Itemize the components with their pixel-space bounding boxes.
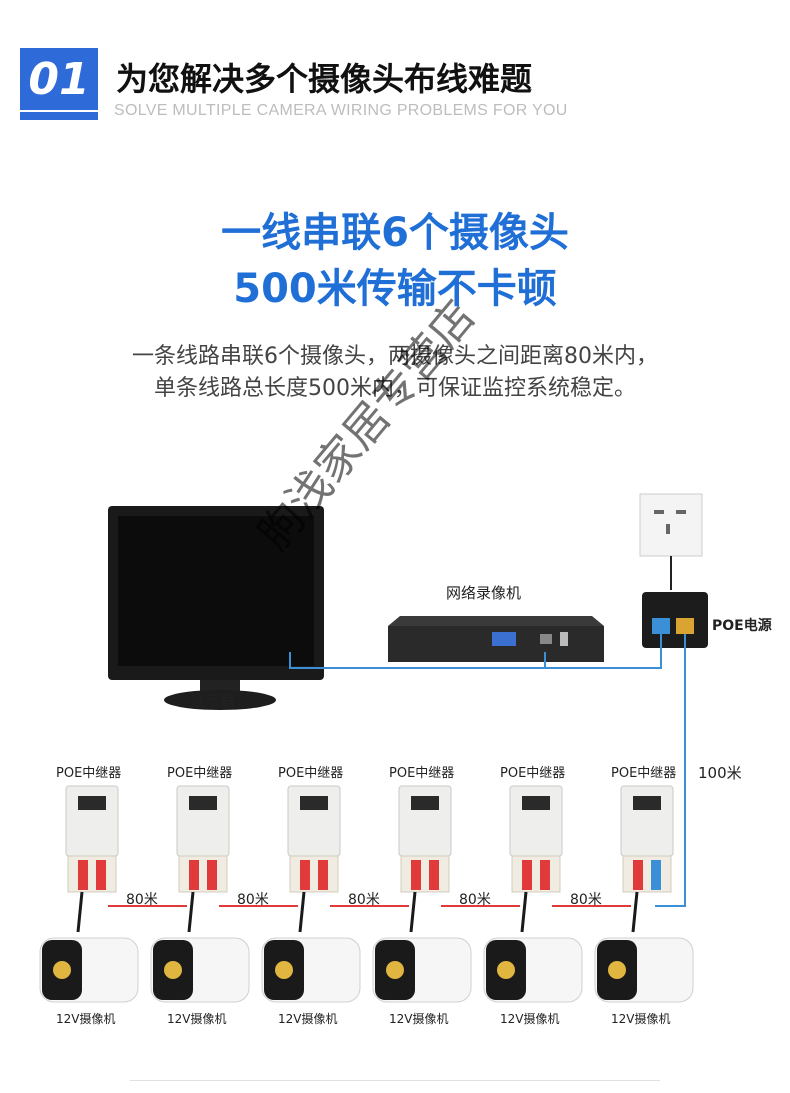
repeater-base: [289, 855, 339, 893]
wall-outlet-icon: [639, 493, 703, 590]
segment-distance-label: 80米: [237, 892, 269, 908]
monitor-label: 显示器: [190, 692, 235, 710]
camera-label: 12V摄像机: [56, 1011, 115, 1026]
repeater-label: POE中继器: [167, 766, 232, 781]
power-cable: [409, 891, 417, 933]
section-subtitle: SOLVE MULTIPLE CAMERA WIRING PROBLEMS FO…: [114, 102, 568, 119]
rj45-connector: [207, 860, 217, 890]
camera-label: 12V摄像机: [278, 1011, 337, 1026]
camera-label: 12V摄像机: [167, 1011, 226, 1026]
segment-distance-label: 80米: [126, 892, 158, 908]
wiring-diagram: 显示器 网络录像机 POE电源 100米 POE中继器12V摄像机80米POE中…: [39, 493, 772, 1026]
power-cable: [631, 891, 639, 933]
repeater-label: POE中继器: [278, 766, 343, 781]
description-line2: 单条线路总长度500米内，可保证监控系统稳定。: [154, 376, 636, 401]
segment-distance-label: 80米: [459, 892, 491, 908]
power-cable: [520, 891, 528, 933]
repeater-label: POE中继器: [500, 766, 565, 781]
main-trunk-cable: [655, 634, 686, 907]
section-number-badge: 01: [20, 48, 98, 120]
description-line1: 一条线路串联6个摄像头，两摄像头之间距离80米内，: [132, 344, 658, 369]
camera-lens: [275, 961, 293, 979]
badge-underline: [20, 112, 98, 120]
red-connector: [189, 860, 199, 890]
camera-lens: [497, 961, 515, 979]
red-connector: [300, 860, 310, 890]
headline-line2: 500米传输不卡顿: [233, 266, 557, 312]
distance-main-label: 100米: [698, 764, 742, 782]
power-cable: [187, 891, 195, 933]
camera-label: 12V摄像机: [500, 1011, 559, 1026]
nvr-poe-cable: [544, 634, 662, 669]
rj45-connector: [540, 860, 550, 890]
section-number: 01: [28, 54, 90, 105]
repeater-sticker: [411, 796, 439, 810]
rj45-connector: [96, 860, 106, 890]
repeater-label: POE中继器: [56, 766, 121, 781]
repeater-sticker: [300, 796, 328, 810]
segment-distance-label: 80米: [348, 892, 380, 908]
nvr-label: 网络录像机: [446, 584, 521, 602]
repeater-sticker: [78, 796, 106, 810]
repeater-base: [178, 855, 228, 893]
camera-label: 12V摄像机: [389, 1011, 448, 1026]
nvr-device-icon: [388, 616, 604, 662]
red-connector: [411, 860, 421, 890]
headline-line1: 一线串联6个摄像头: [221, 210, 569, 256]
red-connector: [78, 860, 88, 890]
red-connector: [522, 860, 532, 890]
repeater-base: [511, 855, 561, 893]
camera-label: 12V摄像机: [611, 1011, 670, 1026]
power-cable: [76, 891, 84, 933]
monitor-icon: [108, 506, 324, 710]
badge-fill: [20, 48, 98, 110]
rj45-connector: [429, 860, 439, 890]
rj45-connector: [651, 860, 661, 890]
repeater-base: [67, 855, 117, 893]
camera-lens: [164, 961, 182, 979]
poe-power-icon: [642, 592, 708, 648]
repeater-label: POE中继器: [389, 766, 454, 781]
poe-power-label: POE电源: [712, 617, 772, 634]
section-title: 为您解决多个摄像头布线难题: [116, 60, 533, 98]
camera-lens: [386, 961, 404, 979]
rj45-connector: [318, 860, 328, 890]
red-connector: [633, 860, 643, 890]
segment-distance-label: 80米: [570, 892, 602, 908]
camera-lens: [608, 961, 626, 979]
repeater-base: [400, 855, 450, 893]
camera-lens: [53, 961, 71, 979]
repeater-sticker: [522, 796, 550, 810]
repeater-sticker: [189, 796, 217, 810]
bottom-divider: [130, 1080, 660, 1081]
repeater-label: POE中继器: [611, 766, 676, 781]
power-cable: [298, 891, 306, 933]
repeater-base: [622, 855, 672, 893]
repeater-sticker: [633, 796, 661, 810]
repeater-chain: POE中继器 12V摄像机 80米 POE中继器 12V摄像机 80米 POE中继器 12V摄…: [39, 766, 694, 1026]
